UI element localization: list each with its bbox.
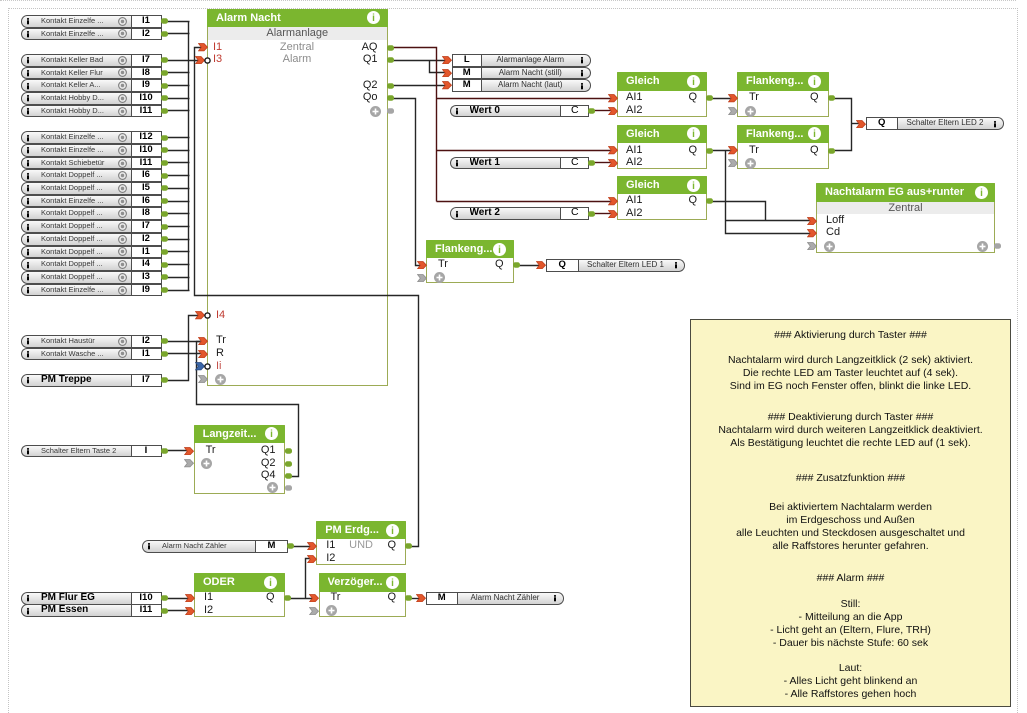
svg-text:i: i	[692, 181, 695, 192]
svg-text:i: i	[980, 188, 983, 199]
svg-text:i: i	[813, 129, 816, 140]
svg-text:i: i	[391, 578, 394, 589]
svg-text:i: i	[498, 245, 501, 256]
svg-text:i: i	[692, 129, 695, 140]
svg-text:i: i	[270, 429, 273, 440]
svg-text:i: i	[813, 77, 816, 88]
svg-text:i: i	[692, 77, 695, 88]
svg-text:i: i	[372, 13, 375, 24]
svg-text:i: i	[391, 526, 394, 537]
svg-text:i: i	[269, 578, 272, 589]
